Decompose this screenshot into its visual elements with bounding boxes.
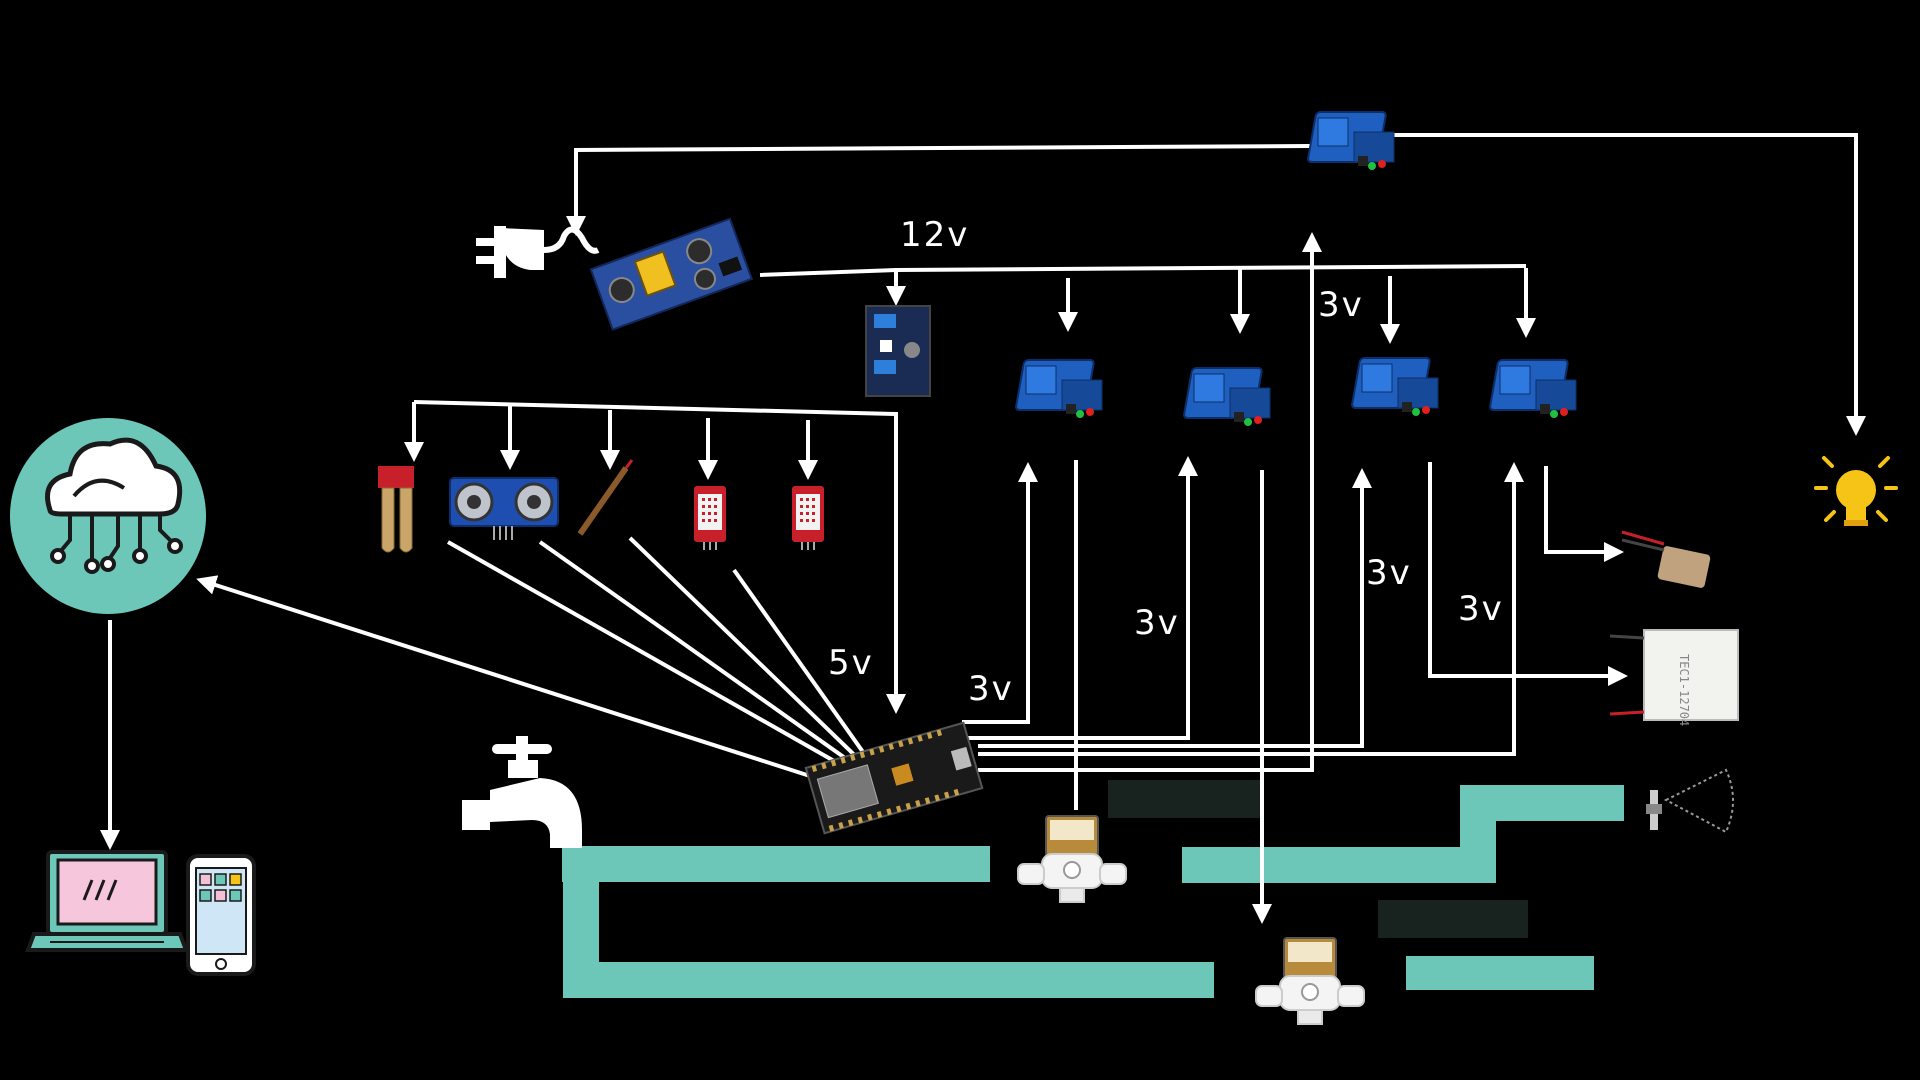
water-pipes bbox=[562, 780, 1624, 998]
dark-block-2 bbox=[1378, 900, 1528, 938]
light-bulb-icon bbox=[1814, 456, 1898, 526]
power-plug-icon bbox=[476, 226, 600, 278]
dht-sensor-2 bbox=[791, 485, 825, 551]
pipe-right-upper bbox=[1182, 785, 1624, 883]
esp8266-nodemcu-icon bbox=[804, 721, 984, 835]
dht-sensor-1 bbox=[693, 485, 727, 551]
wire-12v-bus bbox=[759, 264, 1527, 277]
label-3v-relay1: 3v bbox=[968, 669, 1014, 709]
dark-block-1 bbox=[1108, 780, 1260, 818]
smartphone-icon[interactable] bbox=[186, 854, 256, 976]
label-3v-relay3: 3v bbox=[1366, 553, 1412, 593]
relay-4 bbox=[1488, 359, 1577, 419]
pipe-main-loop bbox=[562, 846, 1214, 998]
water-tap-icon bbox=[462, 736, 582, 848]
laptop-icon[interactable] bbox=[25, 850, 189, 952]
label-3v-relay2: 3v bbox=[1134, 603, 1180, 643]
wire-plug-to-top-relay bbox=[566, 144, 1311, 236]
cloud-iot-icon[interactable] bbox=[10, 418, 206, 614]
soil-moisture-sensor-icon bbox=[378, 466, 414, 553]
ultrasonic-sensor-icon bbox=[449, 477, 559, 540]
peltier-module-icon: TEC1-12704 bbox=[1609, 629, 1739, 726]
wire-mcu-to-cloud bbox=[196, 575, 811, 778]
svg-text:TEC1-12704: TEC1-12704 bbox=[1677, 654, 1691, 726]
label-3v-top: 3v bbox=[1318, 285, 1364, 325]
wire-top-relay-to-bulb bbox=[1390, 133, 1866, 436]
wiring bbox=[100, 133, 1866, 924]
relay-2 bbox=[1182, 367, 1271, 427]
relay-1 bbox=[1014, 359, 1103, 419]
buck-converter-icon bbox=[865, 305, 931, 397]
voltage-labels: 12v 5v 3v 3v 3v 3v 3v bbox=[828, 215, 1504, 709]
label-5v: 5v bbox=[828, 643, 874, 683]
solenoid-valve-2 bbox=[1255, 937, 1365, 1025]
pipe-right-lower bbox=[1406, 956, 1594, 990]
wire-5v-bus bbox=[413, 400, 906, 714]
power-supply-module-icon bbox=[589, 217, 754, 331]
label-12v: 12v bbox=[900, 215, 969, 255]
heating-pad-icon bbox=[1621, 530, 1711, 588]
relay-3 bbox=[1350, 357, 1439, 417]
temperature-probe-icon bbox=[577, 459, 634, 536]
mist-sensor-icon bbox=[1646, 768, 1734, 834]
label-3v-relay4: 3v bbox=[1458, 589, 1504, 629]
solenoid-valve-1 bbox=[1017, 815, 1127, 903]
relay-top bbox=[1306, 111, 1395, 171]
